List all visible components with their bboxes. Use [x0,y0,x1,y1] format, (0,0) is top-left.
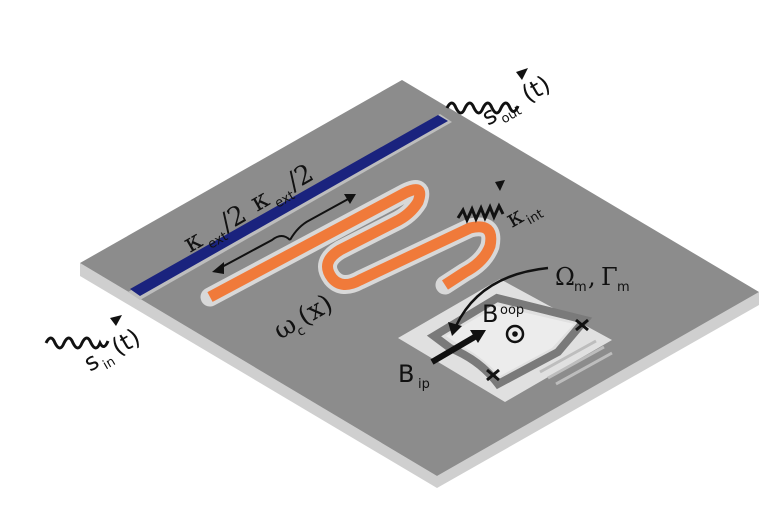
Omega-m-sub: m [574,280,587,295]
s-out-label: s [477,101,502,132]
b-oop-sub: oop [500,303,524,318]
s-out-arrowhead [516,68,528,80]
Omega-m-label: Ω [555,263,575,291]
coupling-arrows [219,197,351,269]
kappa-int-spring-icon [456,202,505,224]
arrowhead-right [344,194,356,204]
omega-m-arrow [454,266,549,327]
kappa-int-sub: int [524,207,546,228]
support-hatching [539,339,613,386]
b-ip-arrowhead [470,330,486,343]
arrowhead-left [212,262,224,274]
omega-m-arrowhead [448,322,462,336]
s-out-wave-icon [445,101,520,115]
clamp-cross-right [575,318,589,332]
b-oop-label: B [482,300,498,328]
feedline [130,115,448,296]
s-in-wave-icon [44,336,110,350]
comma: , [588,263,596,291]
b-ip-sub: ip [418,377,430,392]
b-ip-arrow [430,332,480,365]
Gamma-m-label: Γ [601,263,618,291]
s-in-label: s [79,347,104,378]
resonator [207,184,497,302]
kappa-int-arrowhead [495,180,505,191]
s-in-arrowhead [110,315,122,326]
substrate-top [80,80,759,476]
b-oop-dot-icon [505,324,525,344]
s-in-arg: (t) [107,323,145,361]
Gamma-m-sub: m [617,280,630,295]
b-oop-dot-center [512,331,518,337]
clamp-cross-left [486,368,500,382]
substrate-edge [80,263,759,488]
b-ip-label: B [398,360,414,388]
